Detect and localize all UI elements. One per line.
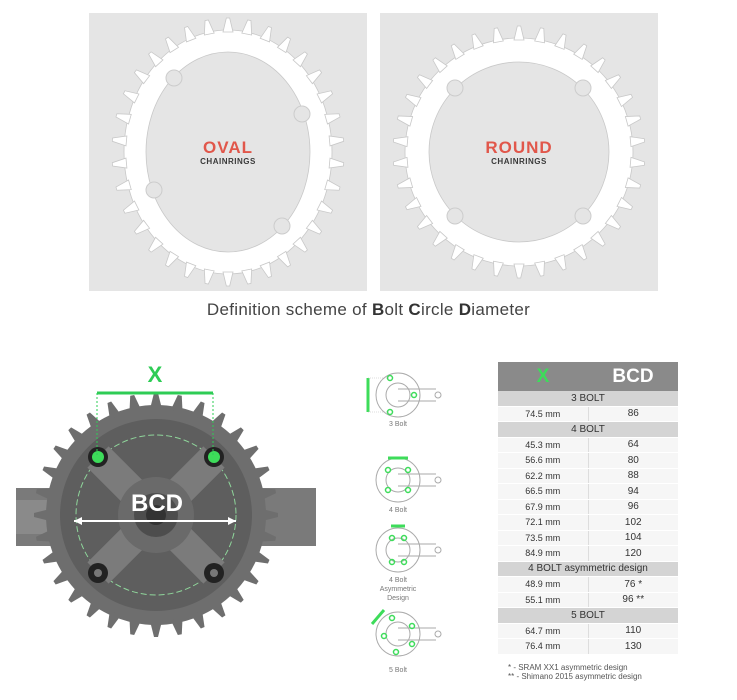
x-value: 48.9 mm bbox=[498, 576, 589, 593]
group-row: 4 BOLT asymmetric design bbox=[498, 561, 678, 577]
bcd-value: 86 bbox=[588, 406, 678, 422]
round-subtitle: CHAINRINGS bbox=[491, 157, 547, 166]
bcd-dimension-label: BCD bbox=[131, 490, 183, 517]
bcd-value: 76 * bbox=[588, 576, 678, 593]
x-value: 74.5 mm bbox=[498, 406, 589, 422]
crankset-bcd-diagram: X BCD bbox=[0, 360, 330, 670]
bcd-value: 96 bbox=[588, 499, 678, 515]
x-value: 45.3 mm bbox=[498, 437, 589, 453]
bcd-value: 110 bbox=[588, 623, 678, 639]
group-row: 5 BOLT bbox=[498, 607, 678, 624]
icon-label-5-bolt: 5 Bolt bbox=[389, 667, 407, 674]
caption-b: B bbox=[371, 300, 385, 319]
icon-label-3-bolt: 3 Bolt bbox=[389, 421, 407, 428]
oval-chainring-icon bbox=[111, 17, 345, 287]
bcd-value: 94 bbox=[588, 483, 678, 500]
icon-label-4-bolt: 4 Bolt bbox=[389, 507, 407, 514]
group-label: 4 BOLT bbox=[498, 421, 678, 438]
bcd-value: 88 bbox=[588, 468, 678, 484]
bcd-value: 102 bbox=[588, 514, 678, 531]
group-label: 5 BOLT bbox=[498, 607, 678, 624]
x-value: 62.2 mm bbox=[498, 468, 589, 484]
caption-text: Definition scheme of bbox=[206, 300, 372, 319]
oval-subtitle: CHAINRINGS bbox=[200, 157, 256, 166]
x-value: 73.5 mm bbox=[498, 530, 589, 546]
caption-text: olt bbox=[384, 300, 409, 319]
bolt-pattern-icons: 3 Bolt 4 Bolt 4 Bolt Asymmetric Design 5… bbox=[360, 360, 450, 680]
x-value: 64.7 mm bbox=[498, 623, 589, 639]
footnote-shimano: ** - Shimano 2015 asymmetric design bbox=[508, 672, 642, 681]
x-value: 55.1 mm bbox=[498, 592, 589, 608]
bcd-value: 80 bbox=[588, 452, 678, 469]
bcd-value: 96 ** bbox=[588, 592, 678, 608]
x-value: 67.9 mm bbox=[498, 499, 589, 515]
bcd-value: 64 bbox=[588, 437, 678, 453]
round-chainring-panel: ROUND CHAINRINGS bbox=[380, 13, 658, 291]
x-value: 72.1 mm bbox=[498, 514, 589, 531]
group-label: 3 BOLT bbox=[498, 391, 678, 407]
round-chainring-icon bbox=[392, 25, 646, 279]
round-title: ROUND bbox=[485, 138, 553, 157]
bcd-definition-caption: Definition scheme of Bolt Circle Diamete… bbox=[0, 300, 737, 320]
footnotes: * - SRAM XX1 asymmetric design ** - Shim… bbox=[508, 663, 642, 681]
footnote-sram: * - SRAM XX1 asymmetric design bbox=[508, 663, 628, 672]
bcd-value: 104 bbox=[588, 530, 678, 546]
caption-text: iameter bbox=[471, 300, 531, 319]
icon-label-4-bolt-asymmetric: 4 Bolt Asymmetric Design bbox=[379, 577, 417, 602]
x-value: 84.9 mm bbox=[498, 545, 589, 562]
group-label: 4 BOLT asymmetric design bbox=[498, 561, 678, 577]
caption-d: D bbox=[458, 300, 472, 319]
header-x: X bbox=[498, 362, 588, 391]
x-value: 56.6 mm bbox=[498, 452, 589, 469]
oval-title: OVAL bbox=[203, 138, 253, 157]
x-value: 76.4 mm bbox=[498, 638, 589, 655]
bcd-value: 120 bbox=[588, 545, 678, 562]
bcd-value: 130 bbox=[588, 638, 678, 655]
group-row: 4 BOLT bbox=[498, 421, 678, 438]
header-bcd: BCD bbox=[588, 362, 678, 391]
caption-text: ircle bbox=[421, 300, 459, 319]
caption-c: C bbox=[408, 300, 421, 319]
group-row: 3 BOLT bbox=[498, 391, 678, 407]
x-dimension-label: X bbox=[147, 362, 163, 387]
x-value: 66.5 mm bbox=[498, 483, 589, 500]
table-header-row: X BCD bbox=[498, 362, 678, 391]
oval-chainring-panel: OVAL CHAINRINGS bbox=[89, 13, 367, 291]
